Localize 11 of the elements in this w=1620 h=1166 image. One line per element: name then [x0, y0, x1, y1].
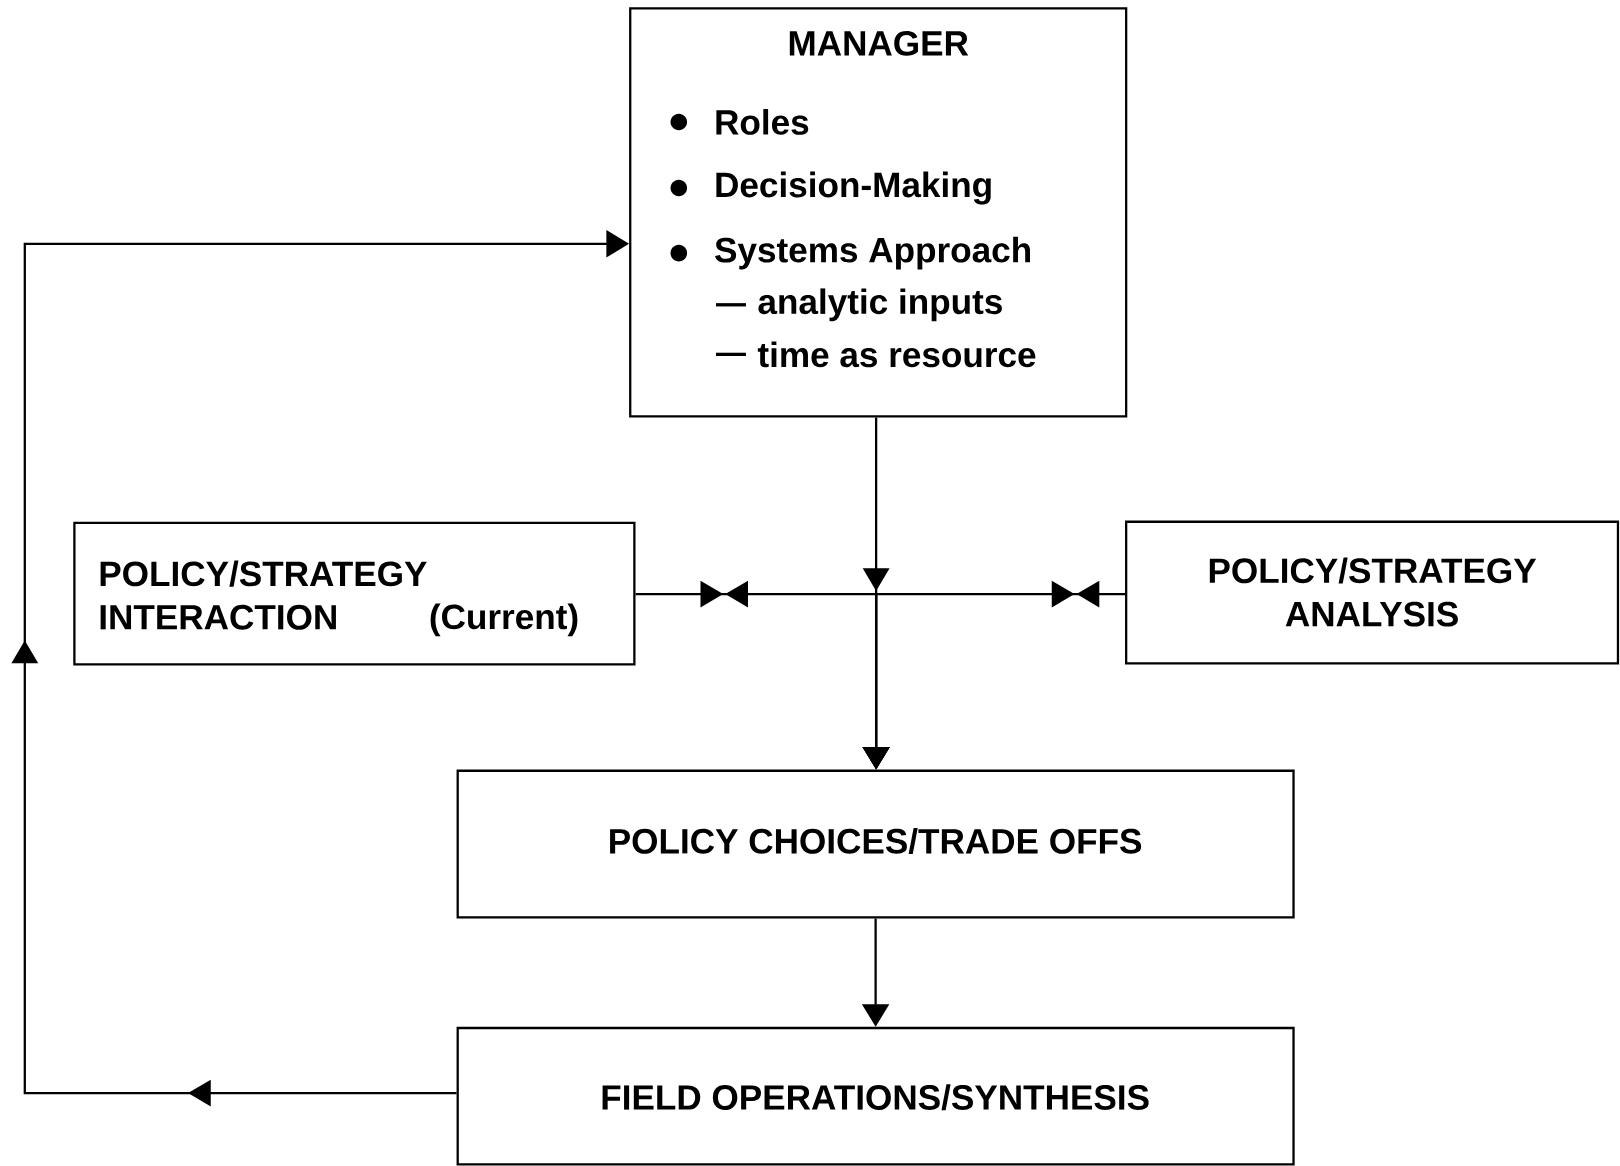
- box-text: time as resource: [757, 341, 1036, 368]
- box-text: FIELD OPERATIONS/SYNTHESIS: [602, 1083, 1149, 1111]
- box-text: Decision-Making: [716, 171, 991, 205]
- box-text: Roles: [716, 108, 809, 135]
- box-text: (Current): [430, 603, 578, 637]
- box-text: Systems Approach: [715, 236, 1030, 270]
- box-text: analytic inputs: [758, 288, 1002, 321]
- box-text: POLICY/STRATEGY INTERACTION: [100, 560, 427, 630]
- box-text: POLICY CHOICES/TRADE OFFS: [610, 827, 1142, 854]
- box-text: POLICY/STRATEGY ANALYSIS: [1209, 557, 1537, 627]
- box-text: MANAGER: [789, 30, 969, 56]
